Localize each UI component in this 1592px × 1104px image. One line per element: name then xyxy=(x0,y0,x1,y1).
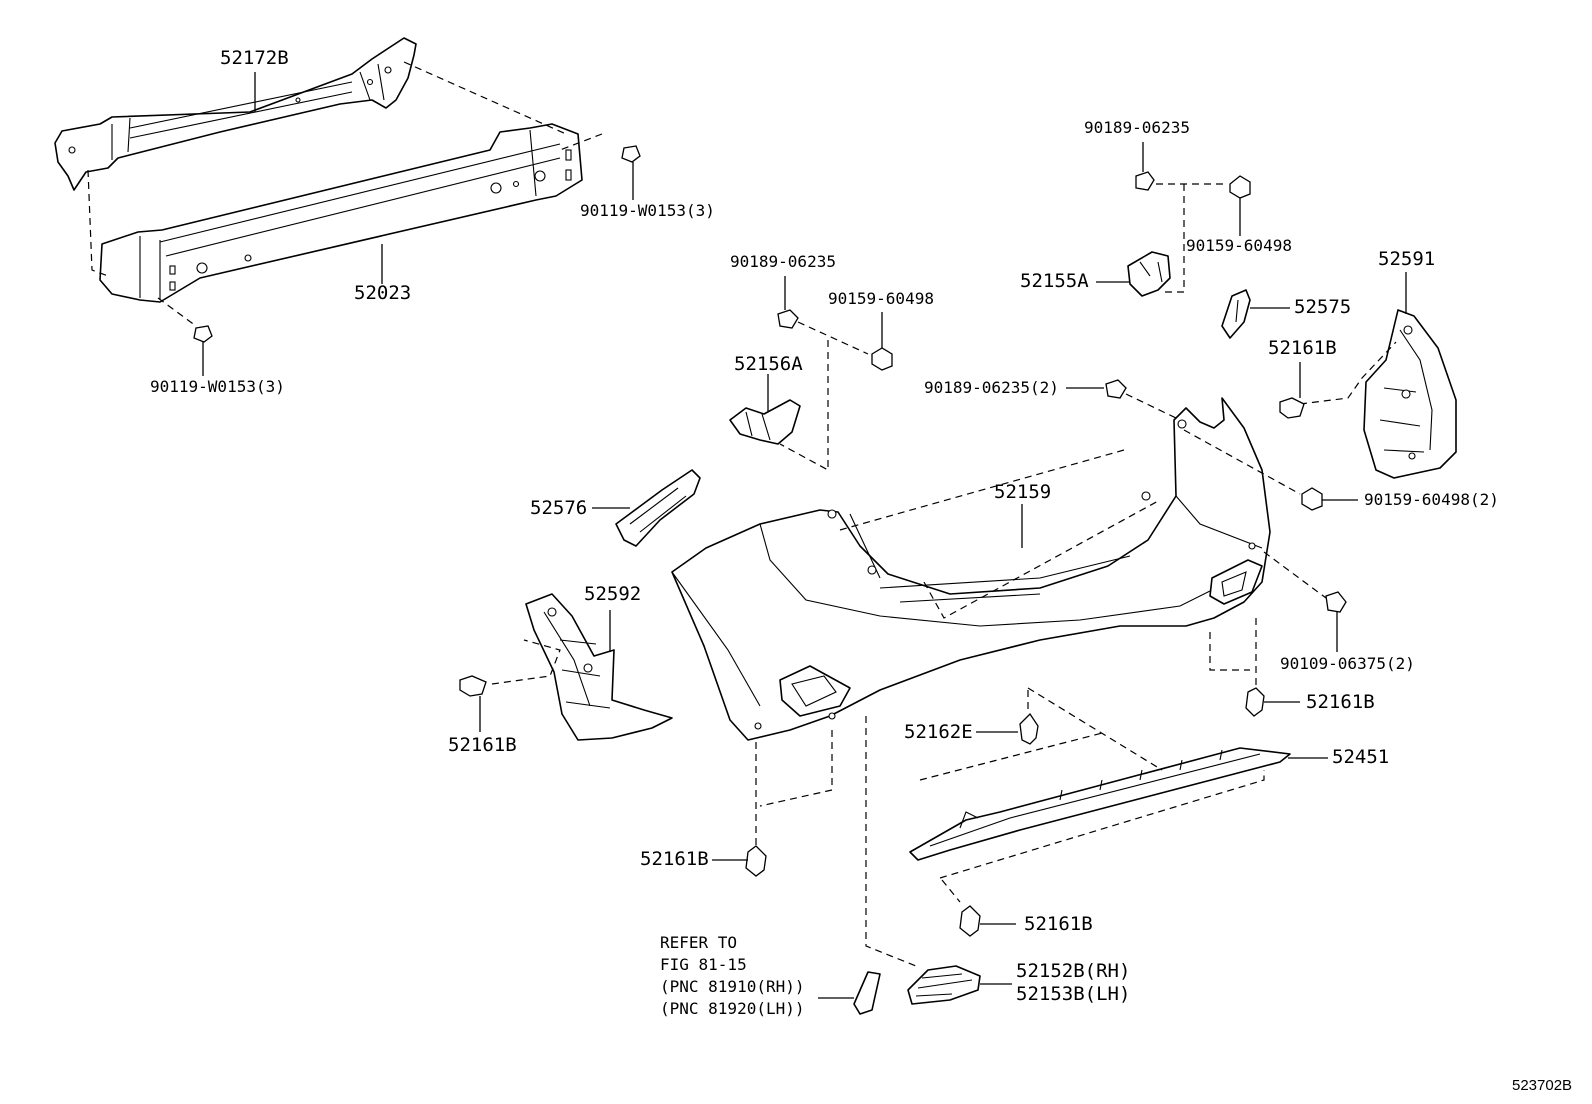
screw-right-2 xyxy=(1301,487,1323,511)
label-90159-center-top: 90159-60498 xyxy=(828,289,934,308)
label-52155a: 52155A xyxy=(1020,270,1089,292)
clip-top-right xyxy=(1135,171,1155,191)
refer-note-line-4: (PNC 81920(LH)) xyxy=(660,999,805,1018)
retainer-52576 xyxy=(615,469,701,547)
label-52161b-right-upper: 52161B xyxy=(1268,337,1337,359)
label-90119-lower: 90119-W0153(3) xyxy=(150,377,285,396)
label-52162e: 52162E xyxy=(904,721,973,743)
clip-52161b-right-lower xyxy=(1245,687,1265,717)
clip-52161b-right-upper xyxy=(1279,397,1305,419)
label-52161b-left: 52161B xyxy=(448,734,517,756)
clip-52162e xyxy=(1019,712,1039,745)
label-90189-top-right: 90189-06235 xyxy=(1084,118,1190,137)
label-52451: 52451 xyxy=(1332,746,1390,768)
label-52592: 52592 xyxy=(584,583,642,605)
refer-note-line-3: (PNC 81910(RH)) xyxy=(660,977,805,996)
label-90189-center-top: 90189-06235 xyxy=(730,252,836,271)
reflector-reference-part xyxy=(853,971,881,1015)
bracket-52156a xyxy=(729,399,801,445)
retainer-52575 xyxy=(1221,289,1251,339)
reinforcement-lower-part xyxy=(99,123,583,303)
label-52161b-right-lower: 52161B xyxy=(1306,691,1375,713)
cover-52152b-52153b xyxy=(907,965,981,1005)
label-90109-right-2: 90109-06375(2) xyxy=(1280,654,1415,673)
label-52023: 52023 xyxy=(354,282,412,304)
label-90159-top-right: 90159-60498 xyxy=(1186,236,1292,255)
screw-top-right xyxy=(1229,175,1251,199)
seal-52591 xyxy=(1363,309,1457,479)
bolt-upper-right xyxy=(621,145,641,200)
figure-id: 523702B xyxy=(1512,1077,1573,1094)
label-52575: 52575 xyxy=(1294,296,1352,318)
refer-note-line-2: FIG 81-15 xyxy=(660,955,747,974)
label-52156a: 52156A xyxy=(734,353,803,375)
label-52159: 52159 xyxy=(994,481,1052,503)
refer-note: REFER TO FIG 81-15 (PNC 81910(RH)) (PNC … xyxy=(660,932,805,1020)
label-90159-right-2: 90159-60498(2) xyxy=(1364,490,1499,509)
label-90119-upper: 90119-W0153(3) xyxy=(580,201,715,220)
bolt-right-2 xyxy=(1325,591,1347,613)
lower-cover-52451 xyxy=(909,747,1291,861)
clip-center-2 xyxy=(1105,379,1127,399)
clip-52161b-bottom-left xyxy=(745,845,767,877)
label-52161b-bottom-center: 52161B xyxy=(1024,913,1093,935)
clip-52161b-bottom-center xyxy=(959,905,981,937)
label-52576: 52576 xyxy=(530,497,588,519)
label-52591: 52591 xyxy=(1378,248,1436,270)
clip-center-top xyxy=(777,309,799,329)
bolt-lower-left xyxy=(193,325,213,376)
bracket-52155a xyxy=(1127,251,1171,297)
label-52152b-rh: 52152B(RH) xyxy=(1016,960,1131,982)
label-90189-center-2: 90189-06235(2) xyxy=(924,378,1059,397)
seal-52592 xyxy=(525,593,673,741)
label-52172b: 52172B xyxy=(220,47,289,69)
refer-note-line-1: REFER TO xyxy=(660,933,738,952)
reinforcement-upper-part xyxy=(54,37,417,191)
clip-52161b-left xyxy=(459,675,487,697)
label-52161b-bottom-left: 52161B xyxy=(640,848,709,870)
screw-center-top xyxy=(871,347,893,371)
bumper-cover-52159 xyxy=(671,397,1271,741)
label-52153b-lh: 52153B(LH) xyxy=(1016,983,1131,1005)
